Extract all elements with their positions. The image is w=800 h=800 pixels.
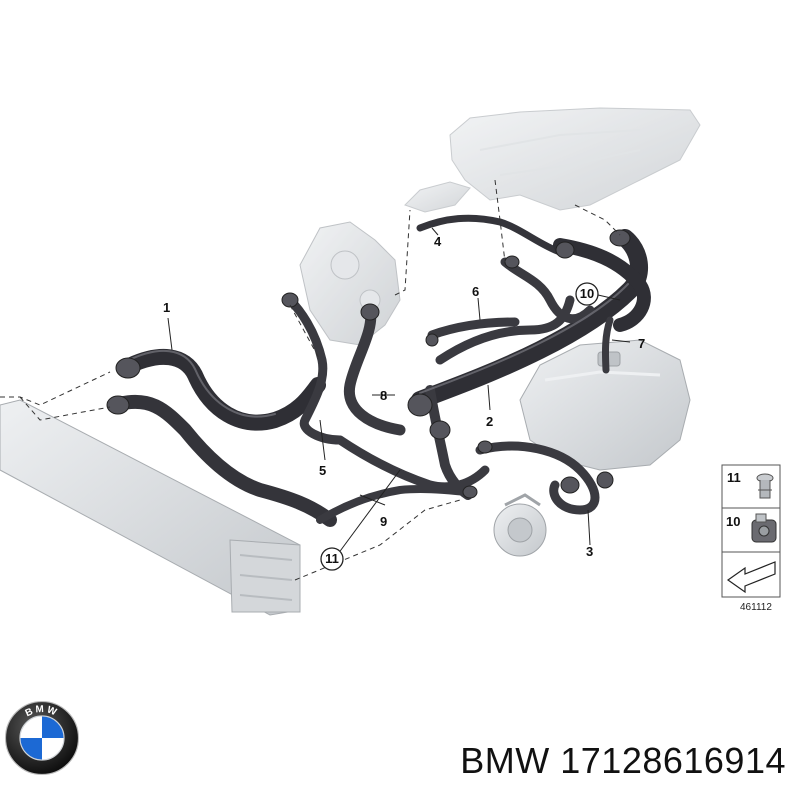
brand-name: BMW — [460, 740, 550, 781]
part-caption: BMW 17128616914 — [460, 740, 786, 782]
legend-panel: 11 10 — [721, 464, 781, 598]
orientation-arrow-icon — [726, 561, 776, 594]
radiator — [0, 399, 301, 616]
cooling-hose-diagram: 1 2 3 4 5 6 7 8 9 10 11 11 10 461112 — [0, 107, 781, 616]
hose-6 — [427, 317, 520, 340]
hose-clamp-icon — [751, 513, 777, 543]
diagram-reference: 461112 — [740, 602, 772, 613]
callout-11: 11 — [325, 551, 339, 566]
callout-8: 8 — [380, 388, 387, 403]
hose-thermostat — [425, 385, 473, 500]
legend-label-11: 11 — [727, 470, 741, 485]
hose-4b — [500, 257, 595, 324]
part-number: 17128616914 — [560, 740, 786, 781]
hose-5 — [285, 295, 345, 445]
svg-text:BMW: BMW — [24, 704, 60, 719]
callout-11-circle: 11 — [320, 547, 344, 571]
hose-10-branch — [553, 238, 651, 332]
water-pump — [493, 493, 547, 557]
leader-lines — [167, 227, 631, 559]
callout-6: 6 — [472, 284, 479, 299]
hose-1-upper — [117, 348, 326, 431]
hose-9-lower — [316, 485, 474, 524]
callout-3: 3 — [586, 544, 593, 559]
hose-9 — [335, 435, 490, 492]
logo-text: BMW — [24, 704, 58, 719]
intake-manifold — [404, 107, 701, 213]
hose-7 — [602, 316, 614, 374]
hose-3 — [475, 441, 600, 515]
callout-4: 4 — [434, 234, 442, 249]
clip-fastener-icon — [756, 473, 774, 499]
hose-connectors — [106, 229, 631, 499]
callout-10: 10 — [580, 286, 594, 301]
callout-2: 2 — [486, 414, 493, 429]
hose-4 — [416, 214, 564, 256]
callout-1: 1 — [163, 300, 170, 315]
hose-1-lower — [108, 394, 337, 527]
hose-2 — [411, 229, 649, 409]
callout-9: 9 — [380, 514, 387, 529]
legend-label-10: 10 — [726, 514, 740, 529]
callout-7: 7 — [638, 336, 645, 351]
hose-8 — [343, 304, 406, 436]
thermostat-housing — [299, 221, 401, 346]
bmw-logo: BMW — [4, 700, 80, 776]
callout-10-circle: 10 — [575, 282, 599, 306]
callout-5: 5 — [319, 463, 326, 478]
coolant-hoses — [108, 214, 651, 527]
